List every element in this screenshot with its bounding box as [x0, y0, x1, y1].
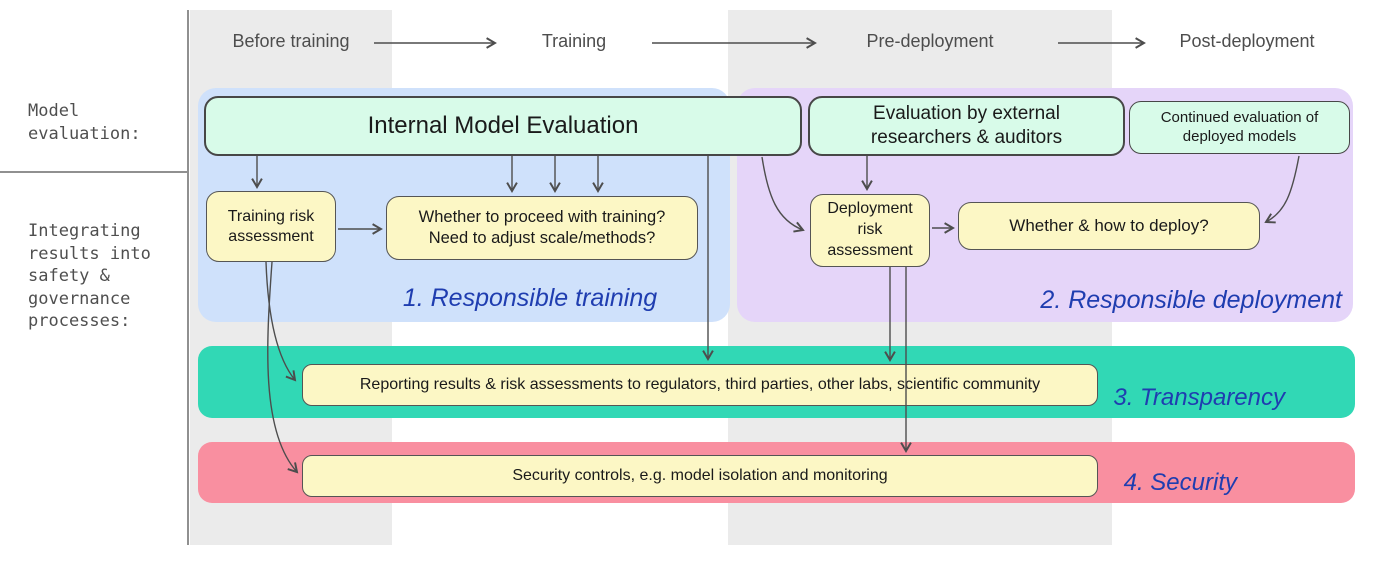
continued-evaluation-box: Continued evaluation of deployed models — [1129, 101, 1350, 154]
label-responsible-training: 1. Responsible training — [402, 284, 658, 312]
label-responsible-deployment: 2. Responsible deployment — [1040, 286, 1342, 314]
training-risk-assessment-box: Training risk assessment — [206, 191, 336, 262]
timeline-phase-before-training: Before training — [232, 31, 350, 51]
proceed-with-training-box: Whether to proceed with training? Need t… — [386, 196, 698, 260]
security-controls-box: Security controls, e.g. model isolation … — [302, 455, 1098, 497]
reporting-results-box: Reporting results & risk assessments to … — [302, 364, 1098, 406]
whether-how-to-deploy-box: Whether & how to deploy? — [958, 202, 1260, 250]
panel-divider-line — [187, 10, 189, 545]
row-label-model-evaluation: Model evaluation: — [28, 101, 141, 144]
row-divider-line — [0, 171, 187, 173]
timeline-phase-pre-deployment: Pre-deployment — [866, 31, 994, 51]
internal-model-evaluation-box: Internal Model Evaluation — [204, 96, 802, 156]
deployment-risk-assessment-box: Deployment risk assessment — [810, 194, 930, 267]
timeline-phase-training: Training — [541, 31, 607, 51]
external-evaluation-box: Evaluation by external researchers & aud… — [808, 96, 1125, 156]
label-security: 4. Security — [1123, 469, 1237, 496]
timeline-phase-post-deployment: Post-deployment — [1179, 31, 1315, 51]
row-label-integration: Integrating results into safety & govern… — [28, 221, 151, 332]
label-transparency: 3. Transparency — [1113, 384, 1285, 411]
